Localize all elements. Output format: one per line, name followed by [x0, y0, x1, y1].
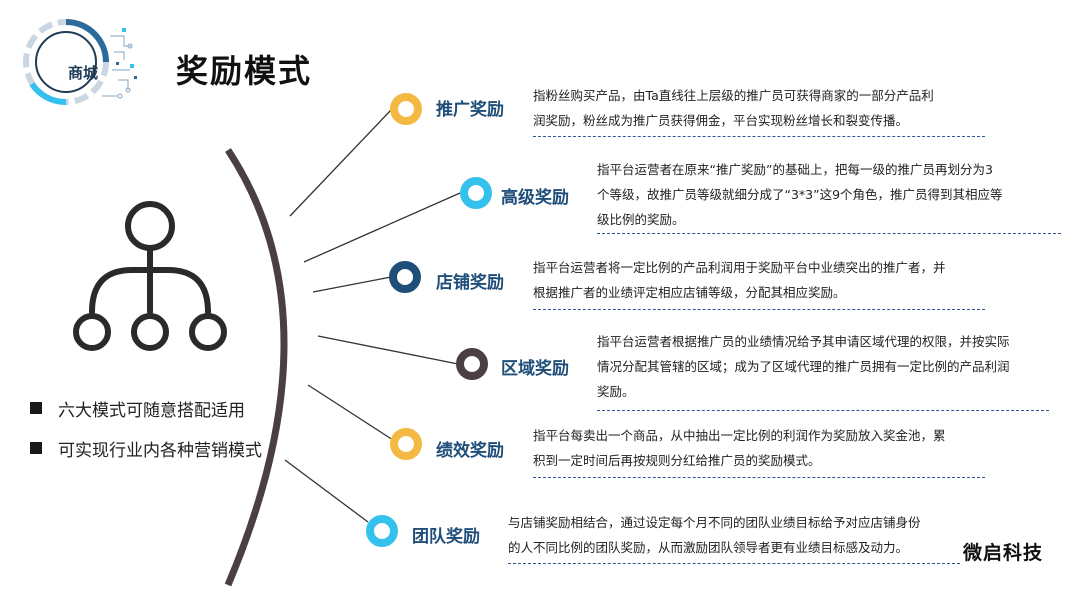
node-circle-icon: [366, 515, 398, 547]
node-circle-icon: [390, 428, 422, 460]
desc-line: 指平台每卖出一个商品，从中抽出一定比例的利润作为奖励放入奖金池，累: [533, 428, 946, 443]
divider: [533, 309, 985, 310]
desc-line: 指粉丝购买产品，由Ta直线往上层级的推广员可获得商家的一部分产品利: [533, 88, 934, 103]
bullet-square-icon: [30, 402, 42, 414]
node-circle-icon: [390, 93, 422, 125]
item-label-advanced: 高级奖励: [501, 188, 569, 208]
desc-line: 情况分配其管辖的区域；成为了区域代理的推广员拥有一定比例的产品利润: [597, 359, 1010, 374]
divider: [533, 136, 985, 137]
item-label-store: 店铺奖励: [436, 273, 504, 293]
list-item: 六大模式可随意搭配适用: [30, 388, 262, 428]
divider: [533, 477, 985, 478]
bullet-square-icon: [30, 442, 42, 454]
connector-line-1: [289, 109, 392, 217]
desc-line: 级比例的奖励。: [597, 212, 685, 227]
connector-line-2: [303, 192, 461, 263]
item-label-team: 团队奖励: [412, 527, 480, 547]
item-label-promotion: 推广奖励: [436, 100, 504, 120]
node-circle-icon: [460, 177, 492, 209]
main-arc: [224, 148, 288, 587]
item-label-region: 区域奖励: [501, 359, 569, 379]
feature-list: 六大模式可随意搭配适用 可实现行业内各种营销模式: [30, 388, 262, 468]
item-desc-advanced: 指平台运营者在原来“推广奖励”的基础上，把每一级的推广员再划分为3 个等级，故推…: [597, 157, 1003, 232]
node-circle-icon: [456, 348, 488, 380]
desc-line: 个等级，故推广员等级就细分成了“3*3”这9个角色，推广员得到其相应等: [597, 187, 1003, 202]
desc-line: 指平台运营者根据推广员的业绩情况给予其申请区域代理的权限，并按实际: [597, 334, 1010, 349]
connector-line-6: [284, 459, 369, 523]
divider: [508, 563, 960, 564]
desc-line: 积到一定时间后再按规则分红给推广员的奖励模式。: [533, 453, 821, 468]
connector-line-5: [307, 384, 394, 441]
desc-line: 根据推广者的业绩评定相应店铺等级，分配其相应奖励。: [533, 285, 846, 300]
divider: [597, 233, 1061, 234]
item-desc-performance: 指平台每卖出一个商品，从中抽出一定比例的利润作为奖励放入奖金池，累 积到一定时间…: [533, 423, 946, 473]
item-desc-promotion: 指粉丝购买产品，由Ta直线往上层级的推广员可获得商家的一部分产品利 润奖励，粉丝…: [533, 83, 934, 133]
tech-circle-icon: [23, 19, 137, 106]
desc-line: 奖励。: [597, 384, 635, 399]
desc-line: 润奖励，粉丝成为推广员获得佣金，平台实现粉丝增长和裂变传播。: [533, 113, 909, 128]
badge-label: 商城: [67, 64, 98, 82]
desc-line: 指平台运营者在原来“推广奖励”的基础上，把每一级的推广员再划分为3: [597, 162, 993, 177]
page-title: 奖励模式: [176, 52, 313, 90]
item-desc-store: 指平台运营者将一定比例的产品利润用于奖励平台中业绩突出的推广者，并 根据推广者的…: [533, 255, 946, 305]
desc-line: 与店铺奖励相结合，通过设定每个月不同的团队业绩目标给予对应店铺身份: [508, 515, 921, 530]
node-circle-icon: [389, 261, 421, 293]
hierarchy-icon: [73, 201, 227, 351]
bullet-text: 可实现行业内各种营销模式: [58, 440, 262, 461]
item-desc-team: 与店铺奖励相结合，通过设定每个月不同的团队业绩目标给予对应店铺身份 的人不同比例…: [508, 510, 921, 560]
connector-line-4: [317, 335, 459, 365]
brand-logo: 微启科技: [962, 542, 1043, 564]
bullet-text: 六大模式可随意搭配适用: [58, 400, 245, 421]
desc-line: 的人不同比例的团队奖励，从而激励团队领导者更有业绩目标感及动力。: [508, 540, 909, 555]
list-item: 可实现行业内各种营销模式: [30, 428, 262, 468]
item-label-performance: 绩效奖励: [436, 441, 504, 461]
divider: [597, 410, 1049, 411]
desc-line: 指平台运营者将一定比例的产品利润用于奖励平台中业绩突出的推广者，并: [533, 260, 946, 275]
item-desc-region: 指平台运营者根据推广员的业绩情况给予其申请区域代理的权限，并按实际 情况分配其管…: [597, 329, 1010, 404]
header-badge: 商城: [18, 14, 142, 114]
connector-line-3: [312, 276, 392, 293]
